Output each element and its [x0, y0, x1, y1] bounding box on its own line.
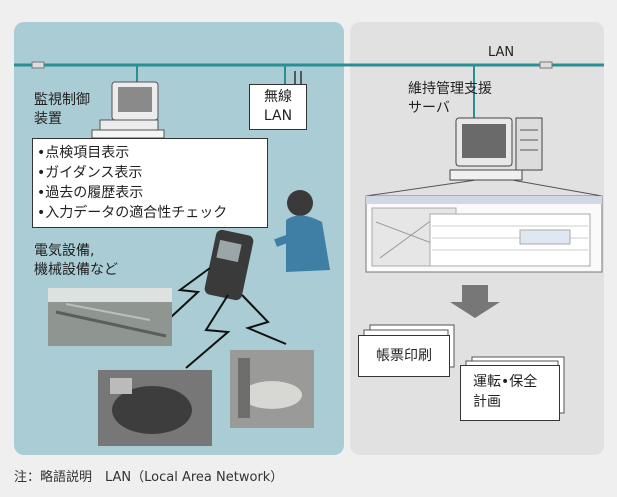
- handheld-terminal-icon: [204, 229, 254, 301]
- signal-bolt-2: [185, 294, 231, 369]
- server-icon: [449, 117, 543, 181]
- equipment-photo-1: [48, 288, 172, 346]
- monitoring-device-label: 監視制御 装置: [34, 92, 90, 127]
- equipment-photo-2: [98, 370, 212, 446]
- feature-list: •点検項目表示 •ガイダンス表示 •過去の履歴表示 •入力データの適合性チェック: [32, 138, 268, 228]
- monitoring-pc-icon: [91, 81, 165, 139]
- equipment-label: 電気設備, 機械設備など: [34, 243, 118, 278]
- server-label: 維持管理支援 サーバ: [408, 81, 492, 116]
- down-arrow-icon: [450, 285, 500, 318]
- app-screenshot-image: [365, 195, 603, 273]
- lan-terminator-right: [539, 61, 553, 69]
- feature-item: •過去の履歴表示: [37, 185, 144, 201]
- feature-item: •ガイダンス表示: [37, 165, 143, 181]
- signal-bolt-3: [241, 294, 287, 345]
- signal-bolt-1: [169, 267, 211, 319]
- wireless-lan-box: 無線 LAN: [249, 84, 307, 130]
- worker-icon: [274, 190, 330, 272]
- feature-item: •点検項目表示: [37, 145, 130, 161]
- operation-plan-box: 運転•保全 計画: [460, 365, 560, 421]
- footnote: 注：略語説明 LAN（Local Area Network）: [14, 470, 284, 485]
- lan-label: LAN: [488, 45, 515, 60]
- feature-item: •入力データの適合性チェック: [37, 205, 228, 221]
- equipment-photo-3: [230, 350, 314, 428]
- report-print-box: 帳票印刷: [358, 335, 450, 377]
- lan-terminator-left: [31, 61, 45, 69]
